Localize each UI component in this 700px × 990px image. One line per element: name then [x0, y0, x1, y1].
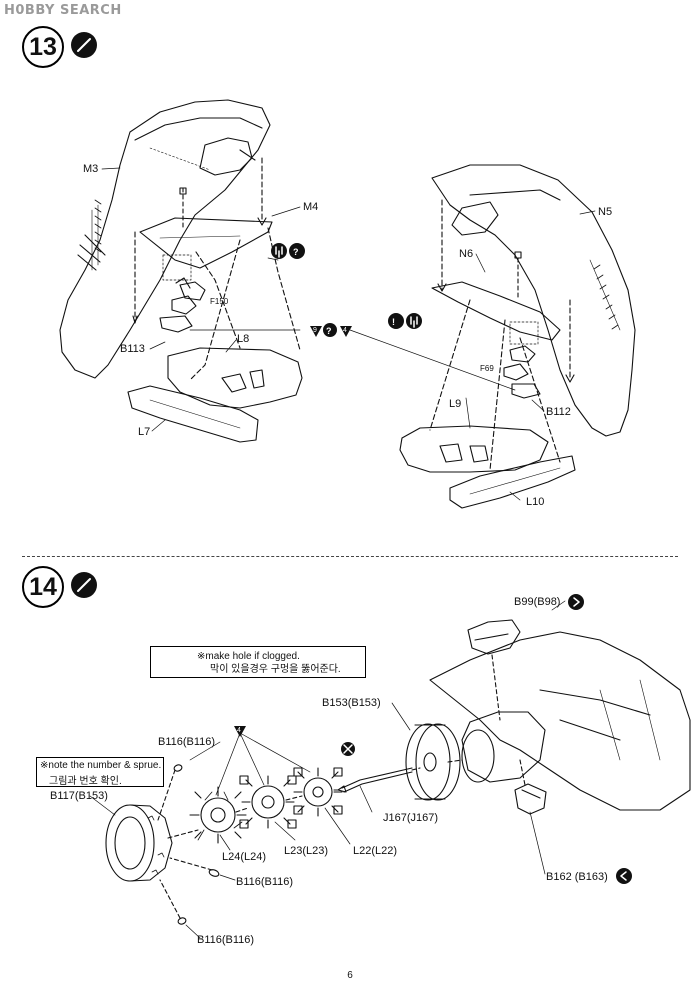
step-13-number: 13 [22, 26, 64, 68]
right-guide-lines [349, 199, 575, 471]
label-l7: L7 [138, 426, 151, 438]
svg-text:?: ? [293, 247, 299, 257]
engine-l24 [189, 786, 247, 844]
note-sprue-frame: ※note the number & sprue. 그림과 번호 확인. [36, 757, 164, 787]
label-b116-bot: B116(B116) [197, 934, 255, 946]
label-n6: N6 [459, 248, 474, 260]
note-sprue-ko: 그림과 번호 확인. [49, 776, 122, 787]
label-b116-top: B116(B116) [158, 736, 216, 748]
label-b153: B153(B153) [322, 697, 381, 709]
label-b162: B162 (B163) [546, 871, 608, 883]
cowling-b117 [105, 804, 173, 882]
label-b113: B113 [120, 343, 145, 355]
left-wing-lower-m4 [139, 187, 273, 281]
left-wheel-well-parts [159, 277, 206, 333]
label-f69: F69 [480, 364, 494, 373]
note-make-hole: ※make hole if clogged. 막이 있을경우 구멍을 뚫어준다. [150, 647, 364, 677]
step-divider [22, 556, 678, 557]
icon-glyphs [159, 246, 627, 881]
note-make-hole-ko: 막이 있을경우 구멍을 뚫어준다. [210, 664, 341, 675]
label-l23: L23(L23) [284, 845, 329, 857]
ref-4-marker-step14: 4 [237, 727, 241, 734]
part-b99-door [467, 619, 521, 721]
svg-text:?: ? [326, 326, 332, 336]
glue-icon [71, 32, 97, 598]
right-wing-lower-n6 [431, 251, 561, 345]
cement-icons [152, 243, 632, 884]
label-m4: M4 [303, 201, 319, 213]
right-wing-upper-n5 [431, 164, 636, 437]
small-parts-b116 [173, 764, 220, 925]
glue-icon-pencil [77, 38, 91, 592]
note-sprue-en: ※note the number & sprue. [40, 760, 162, 771]
part-j167-shaft [337, 767, 413, 793]
label-l22: L22(L22) [353, 845, 398, 857]
wing-nacelle-assembly [429, 631, 691, 811]
label-l10: L10 [526, 496, 545, 508]
right-wheel-well-parts [503, 345, 541, 399]
engine-l23 [239, 775, 297, 829]
part-b153-ring [405, 723, 461, 801]
engine-l22 [293, 767, 343, 817]
note-make-hole-en: ※make hole if clogged. [197, 651, 300, 662]
left-guide-lines [132, 157, 301, 381]
label-l24: L24(L24) [222, 851, 267, 863]
left-nacelle-l8 [167, 347, 303, 409]
label-j167: J167(J167) [383, 812, 439, 824]
label-b117: B117(B153) [50, 790, 108, 802]
leader-lines [89, 167, 596, 939]
label-b99: B99(B98) [514, 596, 561, 608]
ref-9-marker: 9 [313, 327, 317, 334]
left-nacelle-l7 [127, 385, 259, 443]
page-number: 6 [347, 970, 353, 981]
step-14-number: 14 [22, 566, 64, 608]
label-l8: L8 [237, 333, 250, 345]
right-nacelle-l10 [449, 455, 576, 509]
label-b112: B112 [546, 406, 571, 418]
label-n5: N5 [598, 206, 613, 218]
icon-text: ? ! ? [293, 247, 395, 336]
part-b162-exhaust [514, 759, 547, 815]
label-f150: F150 [210, 297, 229, 306]
label-b116-mid: B116(B116) [236, 876, 294, 888]
ref-4-marker: 4 [343, 327, 347, 334]
note-make-hole-frame [150, 646, 366, 678]
left-wing-upper-m3 [59, 99, 271, 379]
label-l9: L9 [449, 398, 462, 410]
svg-text:!: ! [392, 317, 395, 327]
step14-guide-lines [157, 732, 463, 919]
watermark-logo: H0BBY SEARCH [4, 3, 122, 18]
label-m3: M3 [83, 163, 99, 175]
